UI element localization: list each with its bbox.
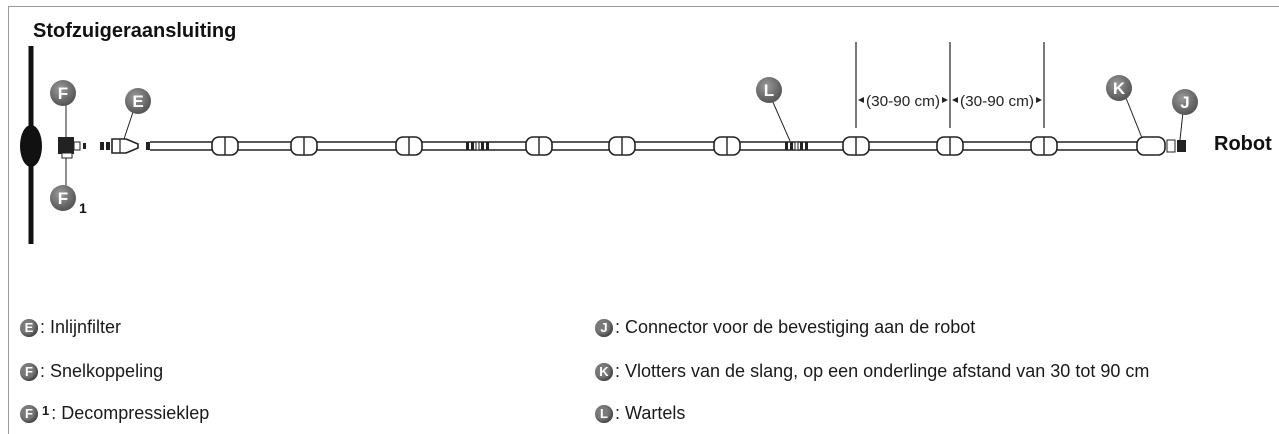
legend-item-f: F : Snelkoppeling: [20, 361, 163, 382]
legend-sub-f1: 1: [42, 403, 50, 418]
legend-badge-l: L: [595, 404, 613, 423]
marker-j: J: [1172, 89, 1198, 115]
marker-k: K: [1106, 75, 1132, 101]
legend-badge-j: J: [595, 318, 613, 337]
float: [290, 136, 318, 156]
legend-text-k: : Vlotters van de slang, op een onderlin…: [615, 361, 1150, 381]
robot-label: Robot: [1214, 133, 1272, 155]
robot-connector: [1177, 140, 1186, 152]
svg-text:K: K: [1113, 79, 1126, 98]
float: [608, 136, 636, 156]
float: [525, 136, 553, 156]
svg-text:1: 1: [79, 200, 87, 216]
legend-badge-f: F: [20, 362, 38, 381]
marker-e: E: [125, 88, 151, 114]
svg-text:J: J: [1180, 93, 1189, 112]
decompression-valve: [61, 152, 73, 159]
hose-diagram: (30-90 cm) (30-90 cm) F E F 1 L K J: [20, 42, 1198, 244]
float: [395, 136, 423, 156]
float: [211, 136, 239, 156]
marker-f1: F 1: [50, 185, 87, 216]
legend-item-l: L : Wartels: [595, 403, 685, 424]
legend-item-k: K : Vlotters van de slang, op een onderl…: [595, 361, 1149, 382]
quick-coupling: [58, 137, 74, 154]
svg-text:L: L: [764, 81, 774, 100]
skimmer-port: [20, 125, 42, 167]
swivel: [784, 141, 809, 151]
legend-badge-k: K: [595, 362, 613, 381]
legend-badge-f1: F: [20, 404, 38, 423]
legend-text-j: : Connector voor de bevestiging aan de r…: [615, 317, 976, 337]
swivel: [465, 141, 490, 151]
legend-item-e: E : Inlijnfilter: [20, 317, 121, 338]
inline-filter: [111, 138, 139, 154]
spacing-label-1: (30-90 cm): [866, 93, 940, 110]
legend-badge-e: E: [20, 318, 38, 337]
svg-text:F: F: [58, 189, 68, 208]
legend-text-f: : Snelkoppeling: [40, 361, 164, 381]
legend-item-f1: F 1 : Decompressieklep: [20, 403, 209, 424]
float: [936, 136, 964, 156]
float: [1030, 136, 1058, 156]
legend-text-e: : Inlijnfilter: [40, 317, 122, 337]
spacing-label-2: (30-90 cm): [960, 93, 1034, 110]
end-float: [1136, 136, 1166, 156]
svg-text:E: E: [132, 92, 143, 111]
float: [713, 136, 741, 156]
legend-item-j: J : Connector voor de bevestiging aan de…: [595, 317, 975, 338]
marker-f: F: [50, 80, 76, 106]
diagram-title: Stofzuigeraansluiting: [33, 20, 237, 42]
svg-text:F: F: [58, 84, 68, 103]
legend-text-f1: : Decompressieklep: [51, 403, 210, 423]
diagram-frame: [8, 6, 1279, 434]
marker-l: L: [756, 77, 782, 103]
float: [842, 136, 870, 156]
legend-text-l: : Wartels: [615, 403, 686, 423]
